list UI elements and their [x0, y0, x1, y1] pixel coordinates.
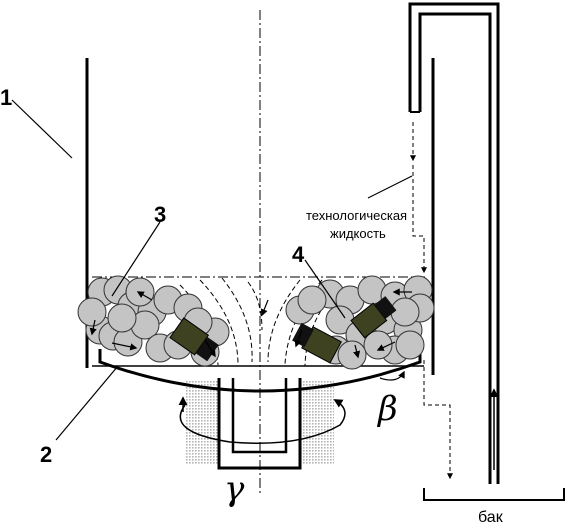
fluid-flow-path: [410, 122, 453, 480]
rotation-arrow-gamma: [179, 399, 346, 444]
label-part-1: 1: [0, 85, 12, 110]
label-tank: бак: [478, 509, 504, 525]
workpiece-right-top: [350, 296, 397, 339]
label-part-2: 2: [40, 442, 52, 467]
media-ball: [395, 330, 425, 360]
workpiece-left: [169, 317, 219, 362]
tank: [423, 488, 565, 501]
label-part-4: 4: [292, 242, 305, 267]
label-part-3: 3: [154, 202, 166, 227]
media-ball: [297, 285, 327, 315]
tilt-arrow-beta: [379, 370, 405, 381]
media-ball: [390, 297, 420, 327]
leader-lines: [11, 99, 413, 441]
label-fluid-line2: жидкость: [330, 226, 386, 241]
media-ball: [107, 303, 137, 333]
label-gamma: γ: [224, 469, 245, 509]
label-fluid-line1: технологическая: [306, 208, 407, 223]
motion-arrows: [89, 288, 412, 359]
drive-hatch-right: [300, 380, 334, 464]
label-beta: β: [376, 389, 398, 429]
drive-hatch-left: [185, 380, 219, 464]
feed-pipe-inner: [418, 12, 492, 484]
feed-pipe: [408, 2, 500, 484]
media-ball: [77, 297, 107, 327]
media-ball: [125, 277, 155, 307]
media-ball: [337, 340, 367, 370]
